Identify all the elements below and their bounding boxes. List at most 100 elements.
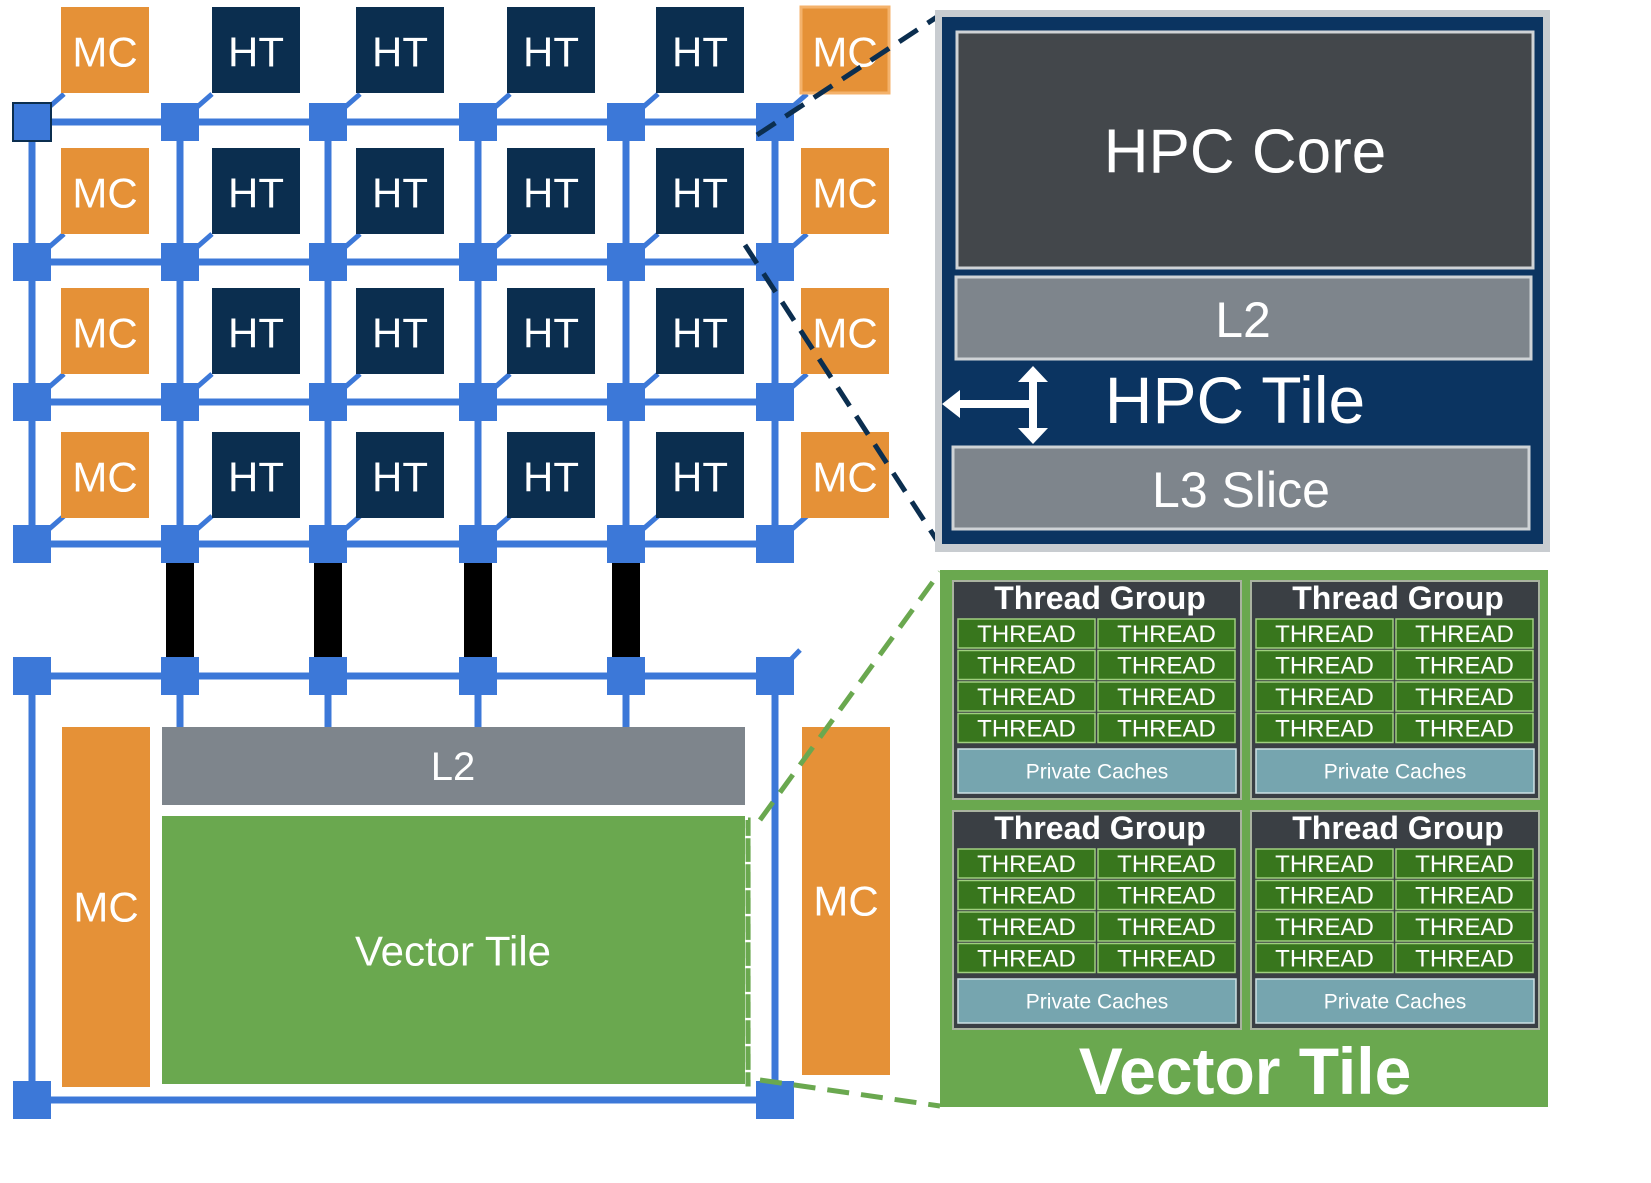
hpc-l2-label: L2 <box>1215 292 1271 348</box>
ht-tile-box <box>212 288 300 374</box>
ht-tile: HT <box>656 432 744 518</box>
ht-tile: HT <box>212 432 300 518</box>
thread-cell <box>1395 848 1534 879</box>
mc-tile-box <box>62 727 150 1087</box>
thread-cell <box>1255 712 1394 744</box>
router-node <box>13 103 51 141</box>
thread-group-title: Thread Group <box>994 580 1206 616</box>
thread-cell <box>1255 942 1394 974</box>
hpc-tile-title: HPC Tile <box>1105 363 1365 437</box>
thread-cell <box>957 712 1096 744</box>
thread-label: THREAD <box>1117 883 1216 910</box>
private-caches-label: Private Caches <box>1026 991 1168 1014</box>
mc-tile-label: MC <box>72 310 137 357</box>
thread-cell <box>1097 681 1236 712</box>
thread-cell <box>1255 848 1394 879</box>
mc-tile: MC <box>801 288 889 374</box>
router-node <box>459 383 497 421</box>
router-node <box>161 657 199 695</box>
hpc-l2: L2 <box>954 275 1533 361</box>
thread-cell <box>1255 681 1394 712</box>
thread-cell <box>957 649 1096 681</box>
hpc-core-label: HPC Core <box>1104 118 1387 187</box>
ht-tile-box <box>356 288 444 374</box>
thread-cell <box>1255 879 1394 911</box>
mc-tile-label: MC <box>73 884 138 931</box>
ht-tile: HT <box>656 288 744 374</box>
router-node <box>607 103 645 141</box>
mc-tile-label: MC <box>812 454 877 501</box>
router-node <box>13 657 51 695</box>
ht-tile-label: HT <box>523 310 579 357</box>
router-node <box>459 657 497 695</box>
private-caches-label: Private Caches <box>1026 761 1168 784</box>
thread-cell <box>1097 649 1236 681</box>
router-node <box>161 383 199 421</box>
shared-l2-box <box>162 727 745 805</box>
arrow-head-left <box>942 390 960 418</box>
ht-tile-box <box>212 148 300 234</box>
thread-label: THREAD <box>1415 716 1514 743</box>
inter-mesh-link <box>166 560 194 660</box>
ht-tile: HT <box>656 148 744 234</box>
router-node <box>459 525 497 563</box>
ht-tile-box <box>656 432 744 518</box>
mc-tile-label: MC <box>72 170 137 217</box>
thread-cell <box>957 618 1096 649</box>
thread-label: THREAD <box>1117 684 1216 711</box>
thread-label: THREAD <box>977 851 1076 878</box>
thread-cell <box>1395 712 1534 744</box>
mc-tile-label: MC <box>72 454 137 501</box>
router-node <box>13 1081 51 1119</box>
mc-tile-box <box>802 727 890 1075</box>
thread-group-border <box>952 580 1242 800</box>
ht-tile-box <box>507 288 595 374</box>
thread-cell <box>957 942 1096 974</box>
inter-mesh-link <box>612 560 640 660</box>
thread-cell <box>1097 712 1236 744</box>
private-caches-box <box>957 978 1237 1024</box>
ht-tile-label: HT <box>372 170 428 217</box>
thread-cell <box>1097 618 1236 649</box>
ht-tile-box <box>656 148 744 234</box>
ht-tile-label: HT <box>372 29 428 76</box>
ht-tile-label: HT <box>372 310 428 357</box>
hpc-callout-line <box>742 243 943 547</box>
ht-tile: HT <box>212 288 300 374</box>
thread-label: THREAD <box>977 684 1076 711</box>
ht-tile-label: HT <box>372 454 428 501</box>
mesh-network <box>12 92 809 1119</box>
ht-tile: HT <box>212 7 300 93</box>
thread-label: THREAD <box>977 716 1076 743</box>
thread-label: THREAD <box>977 914 1076 941</box>
thread-cell <box>1395 879 1534 911</box>
mc-tile: MC <box>801 148 889 234</box>
thread-cell <box>1255 649 1394 681</box>
router-node <box>607 383 645 421</box>
thread-group-title: Thread Group <box>1292 580 1504 616</box>
mc-tile-box <box>61 148 149 234</box>
ht-tile-box <box>656 288 744 374</box>
mc-tile-box <box>801 148 889 234</box>
ht-tile-label: HT <box>672 29 728 76</box>
router-node <box>13 243 51 281</box>
ht-tile-box <box>507 148 595 234</box>
router-node <box>607 243 645 281</box>
ht-tile-label: HT <box>228 29 284 76</box>
router-node <box>756 383 794 421</box>
ht-tile-label: HT <box>523 170 579 217</box>
thread-cell <box>1097 942 1236 974</box>
mc-tile: MC <box>62 727 150 1087</box>
thread-label: THREAD <box>1275 653 1374 680</box>
thread-label: THREAD <box>1117 914 1216 941</box>
private-caches-label: Private Caches <box>1324 761 1466 784</box>
mc-tile-label: MC <box>812 310 877 357</box>
thread-group-title: Thread Group <box>1292 810 1504 846</box>
ht-tile-label: HT <box>228 170 284 217</box>
ht-tile-box <box>356 7 444 93</box>
router-node <box>756 657 794 695</box>
vector-callout-line <box>759 1077 941 1109</box>
